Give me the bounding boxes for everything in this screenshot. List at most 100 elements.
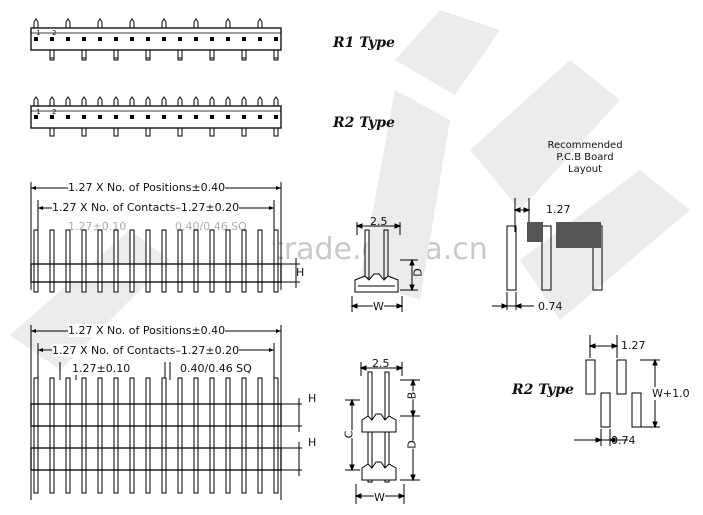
pin-lead-bottom [177,50,183,59]
pin-square [178,37,182,41]
side-pin-tail [113,281,119,293]
side-pin-long [113,377,119,494]
pin-lead-bottom [113,50,119,61]
side-pin-tail [65,281,71,293]
lower-pitch-dim: 1.27±0.10 [72,362,131,375]
pin-square [66,37,70,41]
contacts-dim-line-arrow-left [38,206,43,210]
watermark-logo [10,10,690,370]
pin-lead-top [113,96,119,106]
r2-pin-1-number: 1 [36,108,41,116]
pin-square [114,37,118,41]
pin-square [82,37,86,41]
side-pin-tail [161,281,167,293]
r2-pcb-type-label: R2 Type [512,382,574,398]
side-pin-tail [129,281,135,293]
top-view-strips [30,18,282,137]
recommended-line-1: Recommended [547,140,623,151]
lower-positions-dim: 1.27 X No. of Positions±0.40 [68,324,226,337]
pin-square [274,115,278,119]
side-pin-long [177,377,183,494]
positions-dim-line-arrow-right [276,329,281,333]
pin-lead-top [241,96,247,106]
pin-lead-bottom [273,50,279,61]
pin-square [274,37,278,41]
lower-sq-dim: 0.40/0.46 SQ [180,362,252,375]
pin-square [130,115,134,119]
header-body [30,27,282,51]
pin-lead-top [225,18,231,28]
pin-lead-bottom [273,50,279,59]
pin-square [210,115,214,119]
side-pin-long [257,377,263,494]
pcb-r2-span-dim: W+1.0 [652,387,690,400]
pin-lead-top [209,96,215,106]
side-pin-long [65,377,71,494]
pin-square [66,115,70,119]
side-body-lower [30,447,282,471]
positions-dim-line-arrow-left [31,186,36,190]
pin-lead-bottom [81,128,87,137]
side-pin-long [241,377,247,494]
side-pin-tail [177,281,183,293]
side-body-upper [30,403,282,427]
pin-square [178,115,182,119]
pin-lead-top [49,96,55,106]
pin-lead-top [97,18,103,28]
pcb-r2-pad-dim: 0.74 [611,434,636,447]
pin-lead-bottom [177,128,183,137]
pin-lead-bottom [49,50,55,61]
lower-w-dim: W [374,491,385,504]
side-pin-long [81,377,87,494]
side-pin-long [97,377,103,494]
side-pin-long [273,377,279,494]
recommended-line-3: Layout [568,164,602,175]
side-pin-tail [81,281,87,293]
pin-square [82,115,86,119]
pin-lead-top [65,18,71,28]
upper-pitch-dim: 1.27±0.10 [68,220,127,233]
side-pin-long [209,377,215,494]
pin-lead-bottom [81,50,87,59]
pin-lead-top [161,18,167,28]
upper-w-dim: W [373,300,384,313]
pin-lead-bottom [49,50,55,59]
pin-lead-top [193,96,199,106]
side-pin-tail [209,281,215,293]
pin-lead-bottom [49,128,55,137]
upper-side-view [30,182,300,293]
pin-lead-top [161,96,167,106]
side-pin-tail [193,281,199,293]
lower-c-dim: C [342,430,356,439]
upper-contacts-dim: 1.27 X No. of Contacts–1.27±0.20 [52,201,240,214]
lower-b-dim: B [405,391,419,400]
pin-lead-top [65,96,71,106]
pin-lead-top [257,18,263,28]
pin-lead-bottom [241,50,247,61]
pin-lead-top [193,18,199,28]
pin-lead-top [145,96,151,106]
pin-lead-bottom [177,50,183,61]
pin-lead-top [33,96,39,106]
side-pin-long [145,377,151,494]
side-pin-tail [145,281,151,293]
pin-square [226,37,230,41]
pcb-r1-pitch-dim: 1.27 [546,203,571,216]
pin-lead-top [177,96,183,106]
pin-square [34,115,38,119]
pcb-r2-pitch-dim: 1.27 [621,339,646,352]
upper-d-dim: D [411,268,425,277]
pin-square [98,115,102,119]
side-pin-tail [241,281,247,293]
contacts-dim-line-arrow-right [269,348,274,352]
pin-square [146,115,150,119]
upper-sq-dim: 0.40/0.46 SQ [175,220,247,233]
side-pin-tail [257,281,263,293]
pcb-r1-pad-dim: 0.74 [538,300,563,313]
lower-d-dim: D [405,440,419,449]
pin-lead-top [129,96,135,106]
pin-square [146,37,150,41]
pin-square [258,37,262,41]
